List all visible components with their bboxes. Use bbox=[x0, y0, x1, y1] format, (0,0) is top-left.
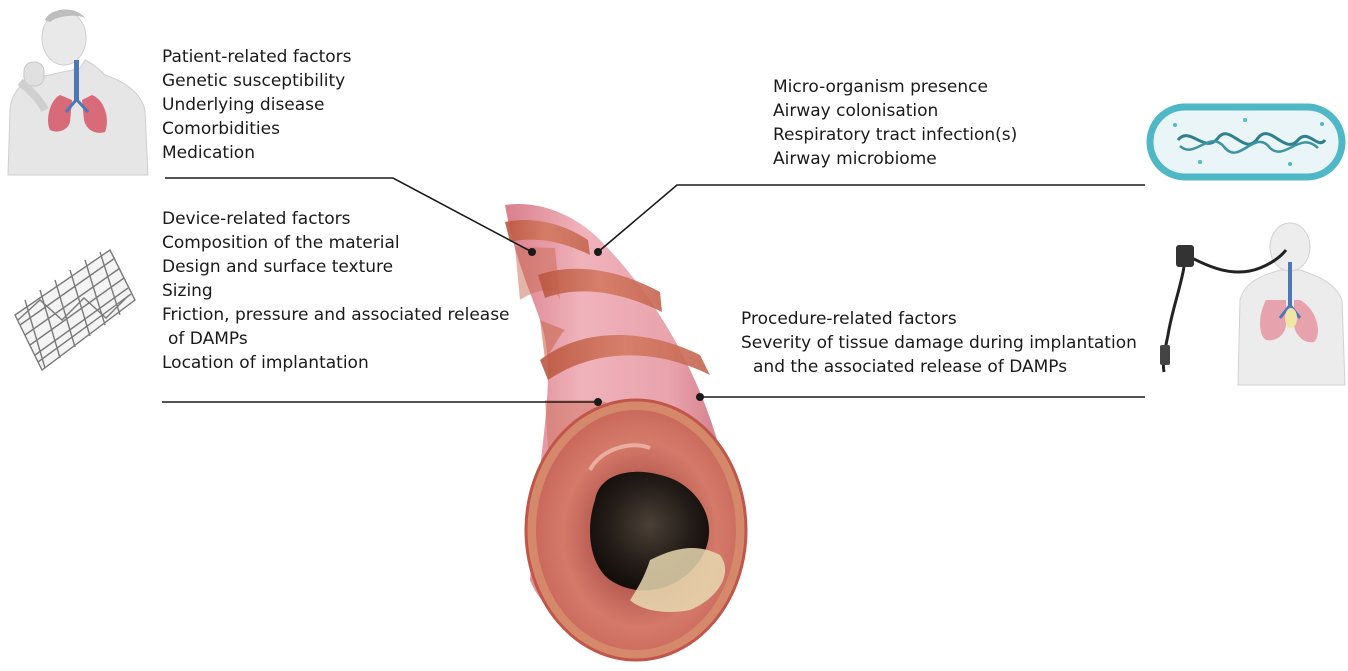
microorganism-factor-item: Respiratory tract infection(s) bbox=[773, 123, 1017, 147]
procedure-factor-item-continued: and the associated release of DAMPs bbox=[741, 355, 1137, 379]
procedure-factor-item: Severity of tissue damage during implant… bbox=[741, 331, 1137, 355]
patient-factor-item: Medication bbox=[162, 141, 352, 165]
procedure-factors-heading: Procedure-related factors bbox=[741, 307, 1137, 331]
microorganism-factor-item: Airway colonisation bbox=[773, 99, 1017, 123]
airway-stent-mesh-icon bbox=[15, 250, 135, 370]
bacterium-icon bbox=[1150, 107, 1342, 177]
bronchoscope-person-icon bbox=[1160, 223, 1345, 385]
microorganism-factor-item: Airway microbiome bbox=[773, 147, 1017, 171]
patient-factors-heading: Patient-related factors bbox=[162, 45, 352, 69]
device-factor-item: Friction, pressure and associated releas… bbox=[162, 303, 510, 327]
device-factor-item: Design and surface texture bbox=[162, 255, 510, 279]
patient-factor-item: Underlying disease bbox=[162, 93, 352, 117]
patient-factors: Patient-related factors Genetic suscepti… bbox=[162, 45, 352, 165]
device-factors: Device-related factors Composition of th… bbox=[162, 207, 510, 375]
device-factor-item: Sizing bbox=[162, 279, 510, 303]
microorganism-factors-heading: Micro-organism presence bbox=[773, 75, 1017, 99]
coughing-person-lungs-icon bbox=[8, 10, 148, 175]
airway-lumen-cross-section bbox=[526, 400, 746, 660]
device-factors-heading: Device-related factors bbox=[162, 207, 510, 231]
microorganism-leader-line bbox=[598, 185, 1145, 252]
device-factor-item-continued: of DAMPs bbox=[162, 327, 510, 351]
procedure-factors: Procedure-related factors Severity of ti… bbox=[741, 307, 1137, 379]
microorganism-factors: Micro-organism presence Airway colonisat… bbox=[773, 75, 1017, 171]
patient-factor-item: Comorbidities bbox=[162, 117, 352, 141]
device-factor-item: Location of implantation bbox=[162, 351, 510, 375]
patient-factor-item: Genetic susceptibility bbox=[162, 69, 352, 93]
device-factor-item: Composition of the material bbox=[162, 231, 510, 255]
